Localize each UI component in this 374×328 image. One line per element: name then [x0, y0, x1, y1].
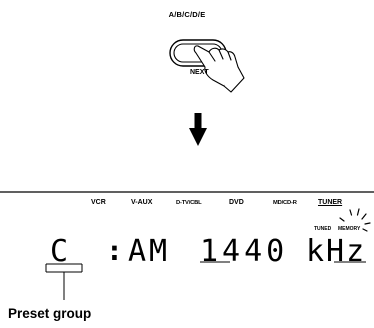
memory-indicator: MEMORY	[338, 226, 361, 232]
tuned-indicator: TUNED	[314, 226, 332, 232]
source-tuner: TUNER	[318, 199, 343, 206]
source-v-aux: V-AUX	[131, 199, 153, 206]
source-vcr: VCR	[91, 199, 106, 206]
frequency-readout: 1440	[200, 234, 289, 269]
source-md-cd-r: MD/CD-R	[273, 200, 297, 206]
display-separator: :	[106, 234, 123, 267]
preset-group-selector-label: A/B/C/D/E	[168, 10, 206, 19]
preset-group-character: C	[50, 234, 69, 269]
preset-group-pointer	[45, 263, 83, 300]
source-d-tv-cbl: D-TV/CBL	[176, 200, 202, 206]
next-button-label: NEXT	[190, 69, 209, 76]
down-arrow-icon	[189, 113, 207, 146]
unit-readout: kHz	[306, 234, 367, 269]
memory-blink-icon	[339, 208, 371, 232]
hand-icon	[193, 45, 245, 93]
band-readout: AM	[128, 234, 171, 269]
preset-group-caption: Preset group	[8, 306, 92, 321]
source-dvd: DVD	[229, 199, 244, 206]
